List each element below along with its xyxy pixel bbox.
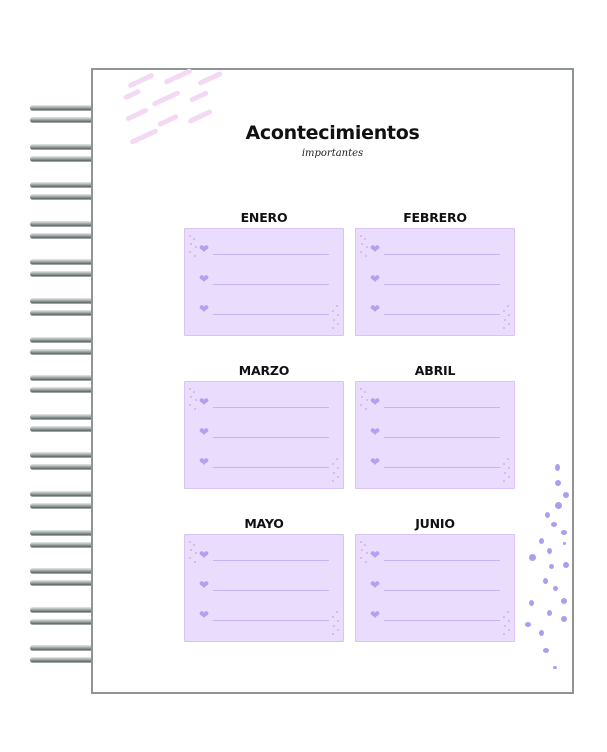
entry-line[interactable]: ❤ <box>370 609 500 621</box>
month-label: JUNIO <box>415 516 455 531</box>
corner-dots <box>330 303 340 331</box>
month-card: ❤ ❤ ❤ <box>184 228 344 336</box>
corner-dots <box>501 609 511 637</box>
heart-icon: ❤ <box>199 302 210 316</box>
month-block-mayo: MAYO ❤ ❤ ❤ <box>184 516 344 642</box>
month-card: ❤ ❤ ❤ <box>355 381 515 489</box>
heart-icon: ❤ <box>370 272 381 286</box>
heart-icon: ❤ <box>370 548 381 562</box>
heart-icon: ❤ <box>199 395 210 409</box>
heart-icon: ❤ <box>199 455 210 469</box>
entry-line[interactable]: ❤ <box>370 396 500 408</box>
entry-line[interactable]: ❤ <box>199 396 329 408</box>
corner-dots <box>501 456 511 484</box>
heart-icon: ❤ <box>370 425 381 439</box>
heart-icon: ❤ <box>199 425 210 439</box>
heart-icon: ❤ <box>370 242 381 256</box>
entry-line[interactable]: ❤ <box>199 303 329 315</box>
entry-line[interactable]: ❤ <box>199 456 329 468</box>
entry-line[interactable]: ❤ <box>370 549 500 561</box>
month-block-febrero: FEBRERO ❤ ❤ ❤ <box>355 210 515 336</box>
heart-icon: ❤ <box>370 395 381 409</box>
corner-dots <box>188 386 198 414</box>
entry-line[interactable]: ❤ <box>370 579 500 591</box>
month-label: ABRIL <box>414 363 456 378</box>
entry-line[interactable]: ❤ <box>370 273 500 285</box>
entry-line[interactable]: ❤ <box>370 243 500 255</box>
month-label: FEBRERO <box>403 210 467 225</box>
month-block-enero: ENERO ❤ ❤ ❤ <box>184 210 344 336</box>
month-card: ❤ ❤ ❤ <box>355 534 515 642</box>
heart-icon: ❤ <box>199 272 210 286</box>
corner-dots <box>359 386 369 414</box>
corner-dots <box>188 539 198 567</box>
heart-icon: ❤ <box>370 608 381 622</box>
entry-line[interactable]: ❤ <box>370 426 500 438</box>
heart-icon: ❤ <box>199 608 210 622</box>
corner-dots <box>330 456 340 484</box>
corner-dots <box>501 303 511 331</box>
month-block-junio: JUNIO ❤ ❤ ❤ <box>355 516 515 642</box>
entry-line[interactable]: ❤ <box>199 549 329 561</box>
corner-dots <box>359 539 369 567</box>
entry-line[interactable]: ❤ <box>199 273 329 285</box>
heart-icon: ❤ <box>370 578 381 592</box>
heart-icon: ❤ <box>199 578 210 592</box>
month-card: ❤ ❤ ❤ <box>184 534 344 642</box>
month-block-marzo: MARZO ❤ ❤ ❤ <box>184 363 344 489</box>
heart-icon: ❤ <box>199 242 210 256</box>
month-label: ENERO <box>240 210 288 225</box>
page-subtitle: importantes <box>301 148 364 159</box>
page-title: Acontecimientos <box>245 122 420 144</box>
month-card: ❤ ❤ ❤ <box>355 228 515 336</box>
entry-line[interactable]: ❤ <box>199 426 329 438</box>
month-card: ❤ ❤ ❤ <box>184 381 344 489</box>
heart-icon: ❤ <box>370 455 381 469</box>
entry-line[interactable]: ❤ <box>370 303 500 315</box>
heart-icon: ❤ <box>370 302 381 316</box>
month-label: MARZO <box>238 363 290 378</box>
corner-dots <box>359 233 369 261</box>
month-label: MAYO <box>244 516 284 531</box>
entry-line[interactable]: ❤ <box>370 456 500 468</box>
entry-line[interactable]: ❤ <box>199 609 329 621</box>
entry-line[interactable]: ❤ <box>199 243 329 255</box>
entry-line[interactable]: ❤ <box>199 579 329 591</box>
month-block-abril: ABRIL ❤ ❤ ❤ <box>355 363 515 489</box>
corner-dots <box>188 233 198 261</box>
planner-page: Acontecimientos importantes ENERO❤❤❤FEBR… <box>91 67 574 694</box>
corner-dots <box>330 609 340 637</box>
heart-icon: ❤ <box>199 548 210 562</box>
